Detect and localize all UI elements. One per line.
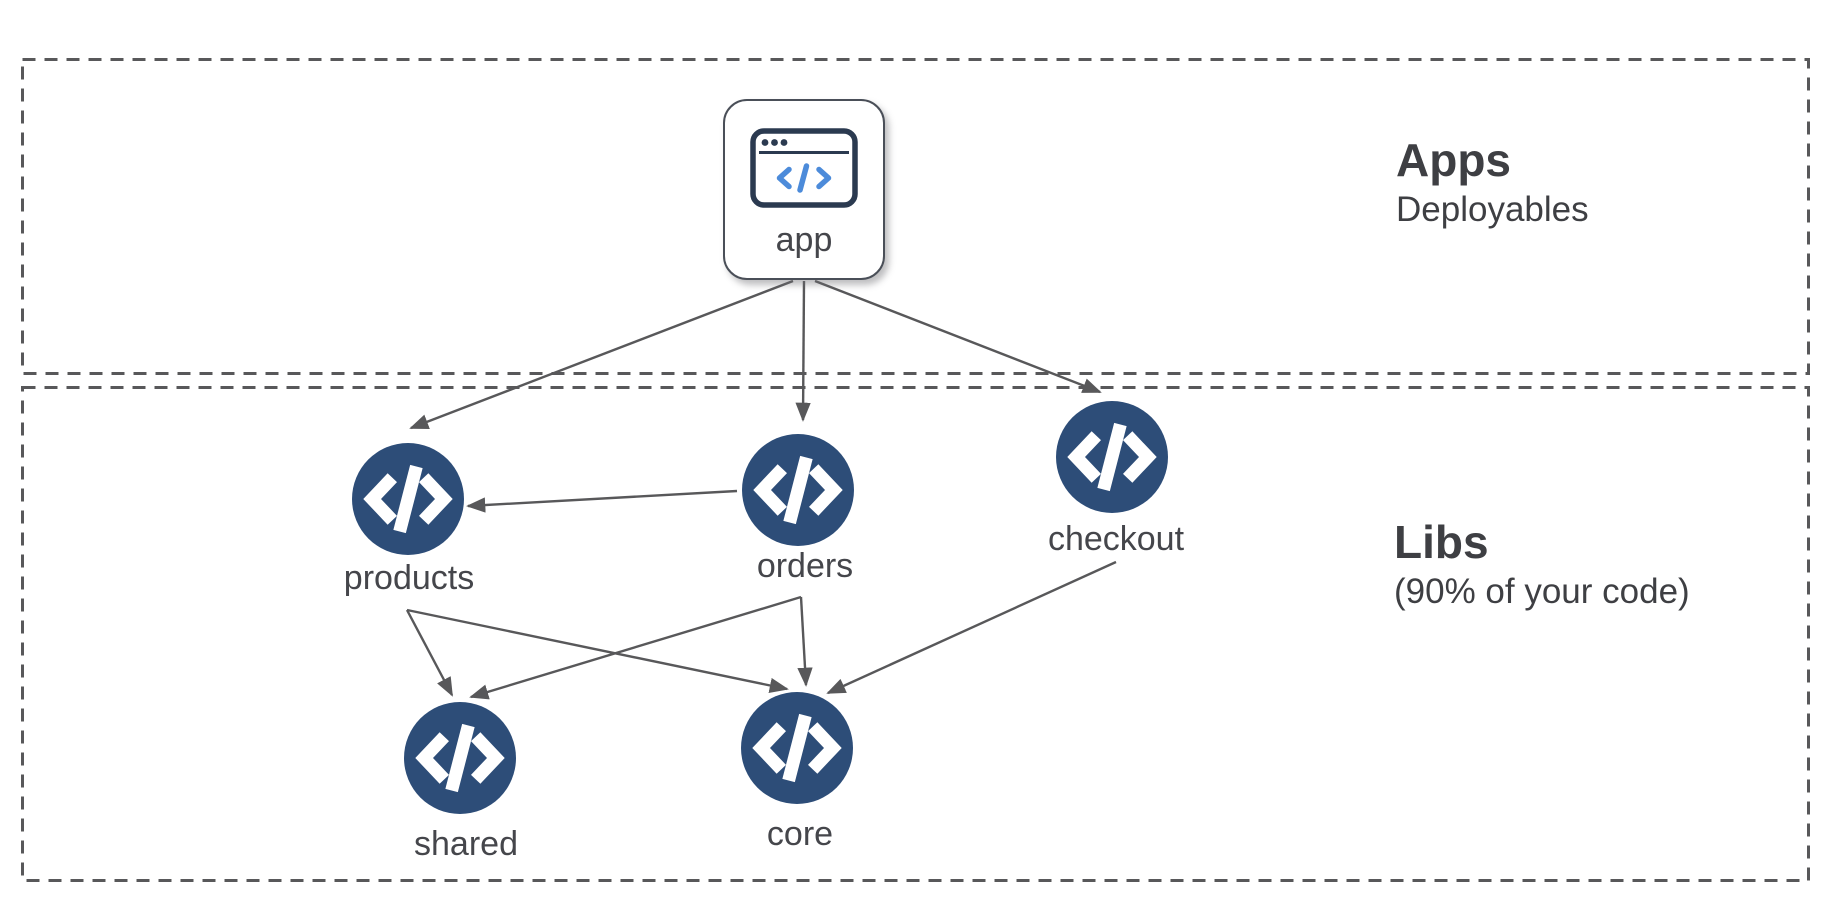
node-orders-label: orders [756,547,854,585]
node-products [352,443,464,555]
node-shared-label: shared [414,825,518,863]
node-orders [742,434,854,546]
code-icon [753,455,843,525]
code-icon [415,723,505,793]
apps-zone-subtitle: Deployables [1396,190,1589,229]
node-checkout [1056,401,1168,513]
code-icon [1067,422,1157,492]
libs-zone-subtitle: (90% of your code) [1394,572,1690,611]
node-products-label: products [343,559,475,597]
node-core-label: core [766,815,834,853]
apps-zone-title: Apps [1396,134,1511,186]
node-shared [404,702,516,814]
code-icon [752,713,842,783]
libs-zone-dashed-border [21,386,1810,882]
node-checkout-label: checkout [1047,520,1185,558]
node-app: app [723,99,885,280]
code-icon [363,464,453,534]
libs-zone-caption: Libs (90% of your code) [1394,516,1690,614]
apps-zone-caption: Apps Deployables [1396,134,1589,232]
node-app-label: app [775,221,833,259]
libs-zone-box [21,386,1810,882]
browser-code-icon [750,128,858,208]
libs-zone-title: Libs [1394,516,1489,568]
node-core [741,692,853,804]
